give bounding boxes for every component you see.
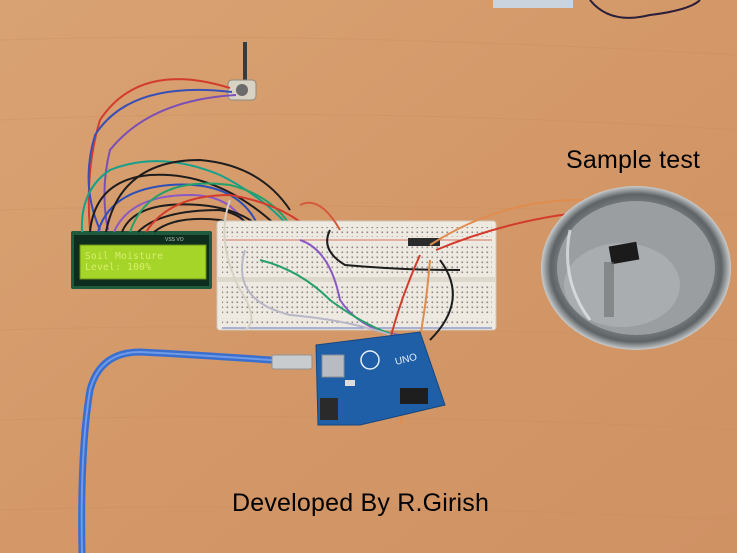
developer-caption: Developed By R.Girish (232, 489, 490, 517)
breadboard (216, 220, 497, 331)
sample-cup (541, 186, 731, 350)
top-right-object (493, 0, 573, 8)
sample-test-caption: Sample test (566, 146, 701, 174)
lcd-header-tag: VSS VO (165, 237, 184, 243)
lcd-line-1: Soil Moisture (85, 251, 164, 262)
arduino-uno: UNO (315, 331, 446, 426)
lcd-header-wires (80, 158, 321, 271)
lcd-module: VSS VO (71, 231, 212, 289)
lcd-line-2: Level: 100% (85, 262, 152, 273)
top-right-wire (589, 0, 701, 19)
usb-cable (78, 348, 313, 553)
arduino-label: UNO (394, 352, 418, 368)
pot-wires (87, 78, 237, 231)
